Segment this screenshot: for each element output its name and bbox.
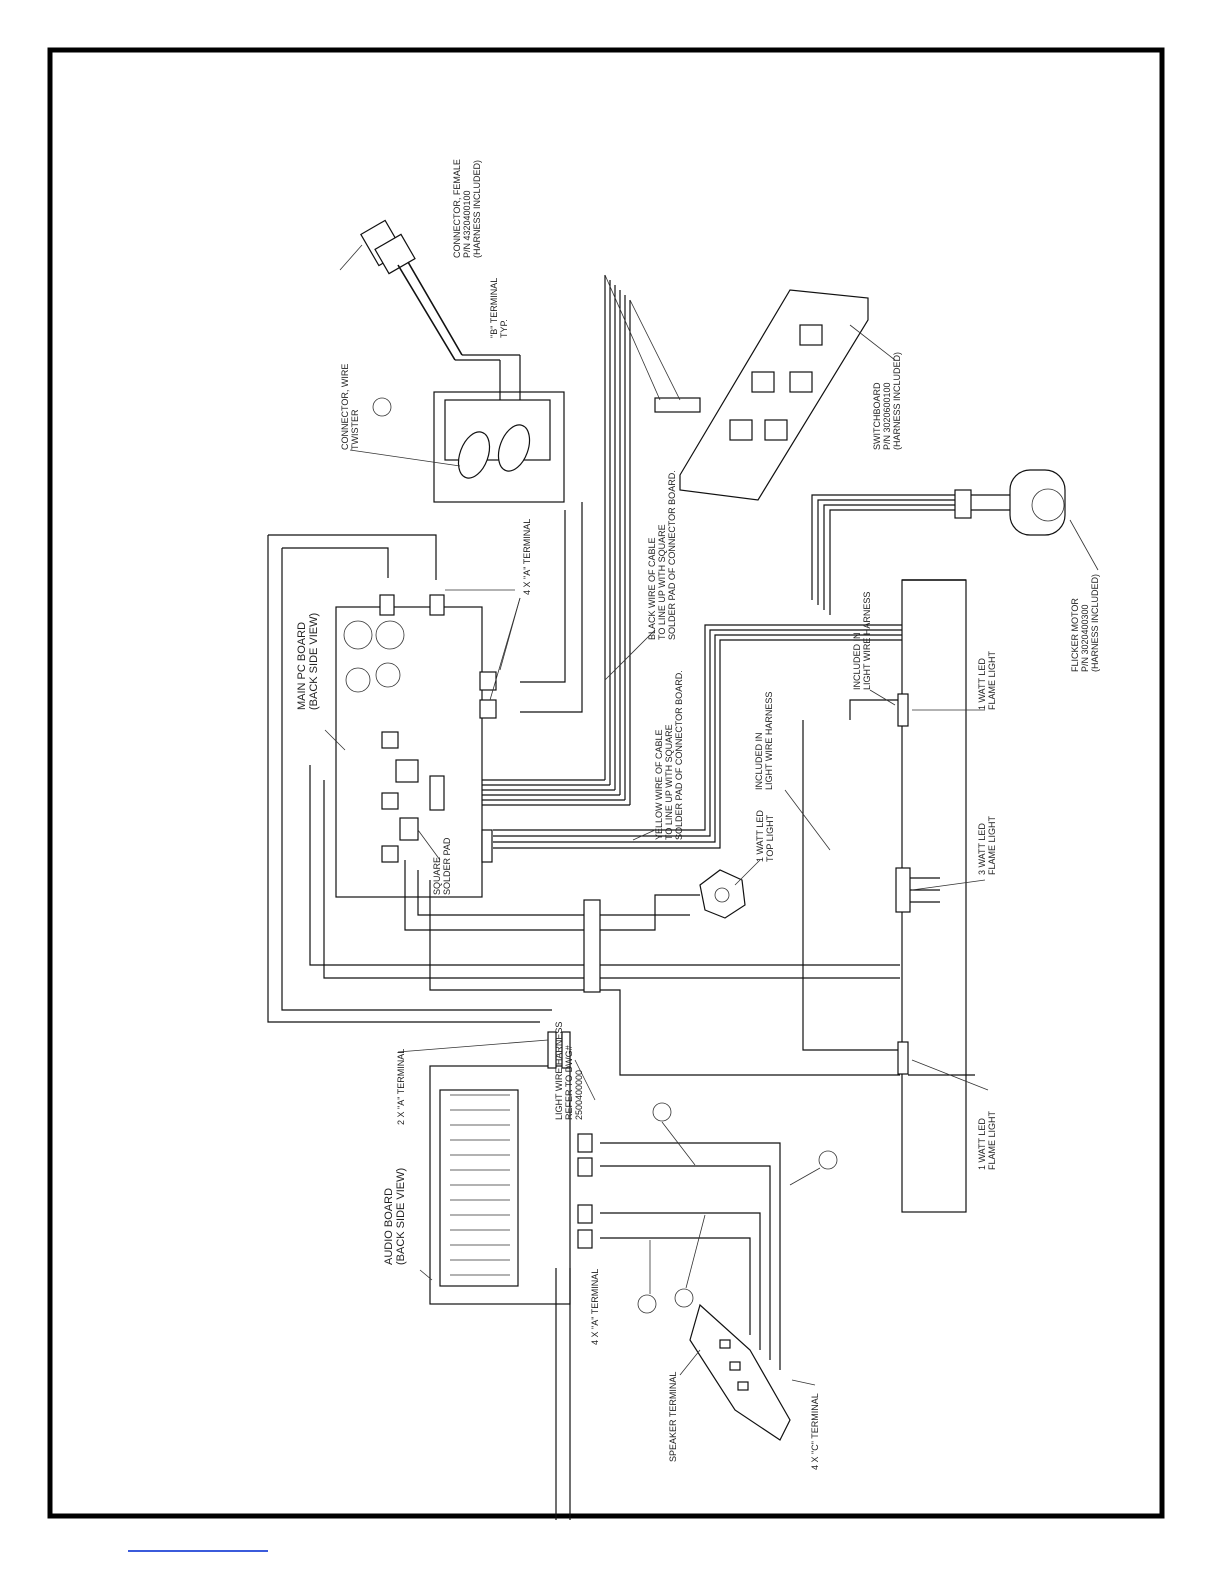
audio-board bbox=[429, 1031, 593, 1520]
label-flicker-motor: FLICKER MOTOR P/N 3020400300 (HARNESS IN… bbox=[1070, 574, 1100, 672]
connector-female bbox=[339, 219, 463, 361]
switchboard bbox=[654, 289, 896, 501]
top-light bbox=[699, 869, 746, 919]
label-connector-female: CONNECTOR, FEMALE P/N 4320400100 (HARNES… bbox=[452, 157, 482, 258]
label-square-solder-pad: SQUARE SOLDER PAD bbox=[432, 837, 452, 895]
label-4x-a-terminal-bottom: 4 X "A" TERMINAL bbox=[590, 1269, 600, 1345]
label-included-light-harness-2: INCLUDED IN LIGHT WIRE HARNESS bbox=[852, 592, 872, 690]
label-one-watt-flame-1: 1 WATT LED FLAME LIGHT bbox=[977, 650, 997, 710]
main-pc-board bbox=[335, 594, 497, 898]
label-connector-wire-twister: CONNECTOR, WIRE TWISTER bbox=[340, 361, 360, 450]
label-light-wire-harness: LIGHT WIRE HARNESS REFER TO DWG# 2500400… bbox=[554, 1019, 584, 1120]
label-yellow-wire: YELLOW WIRE OF CABLE TO LINE UP WITH SQU… bbox=[654, 670, 684, 840]
leader-lines bbox=[324, 589, 989, 1281]
speaker-wiring bbox=[600, 1102, 838, 1370]
label-b-terminal: "B" TERMINAL TYP. bbox=[489, 276, 509, 338]
label-black-wire: BLACK WIRE OF CABLE TO LINE UP WITH SQUA… bbox=[647, 470, 677, 640]
label-4x-a-terminal-top: 4 X "A" TERMINAL bbox=[522, 519, 532, 595]
label-one-watt-flame-2: 1 WATT LED FLAME LIGHT bbox=[977, 1110, 997, 1170]
drawing-border bbox=[47, 47, 1165, 1519]
label-one-watt-top: 1 WATT LED TOP LIGHT bbox=[755, 808, 775, 862]
footer-link-underline[interactable] bbox=[128, 1550, 268, 1552]
label-switchboard: SWITCHBOARD P/N 3020600100 (HARNESS INCL… bbox=[872, 352, 902, 450]
flame-light-bar bbox=[895, 579, 975, 1213]
label-4x-c-terminal: 4 X "C" TERMINAL bbox=[810, 1393, 820, 1470]
flicker-motor bbox=[811, 469, 1099, 615]
label-included-light-harness-1: INCLUDED IN LIGHT WIRE HARNESS bbox=[754, 692, 774, 790]
label-2x-a-terminal: 2 X "A" TERMINAL bbox=[396, 1049, 406, 1125]
label-three-watt-flame: 3 WATT LED FLAME LIGHT bbox=[977, 815, 997, 875]
speaker-terminal bbox=[679, 1303, 816, 1441]
wire-twister-box bbox=[349, 354, 565, 503]
label-main-pc-board: MAIN PC BOARD (BACK SIDE VIEW) bbox=[296, 613, 320, 710]
main-board-wiring bbox=[267, 502, 940, 1076]
label-audio-board: AUDIO BOARD (BACK SIDE VIEW) bbox=[383, 1168, 407, 1265]
label-speaker-terminal: SPEAKER TERMINAL bbox=[668, 1372, 678, 1462]
switchboard-cable bbox=[445, 274, 681, 806]
